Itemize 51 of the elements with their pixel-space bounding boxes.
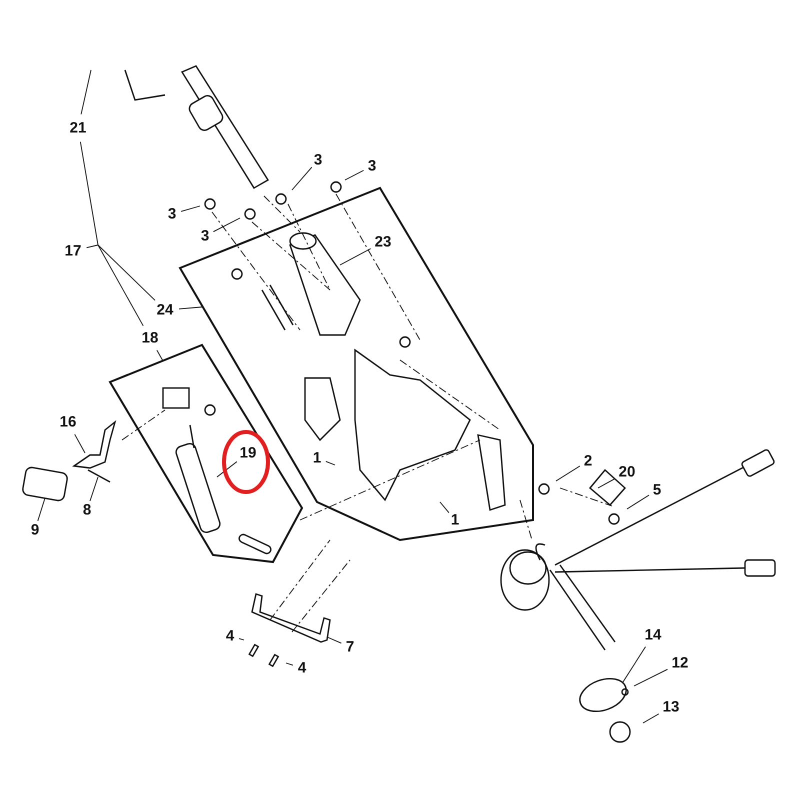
leader-line [238,638,244,640]
callout-number: 21 [70,120,86,136]
leader-line [178,306,202,310]
callout-number: 3 [314,152,322,168]
leader-line [326,636,342,644]
leader-line [634,668,668,686]
callout-number: 13 [662,700,680,714]
callout-number: 20 [618,464,636,480]
callout-number: 24 [156,302,174,318]
callout-number: 8 [82,502,92,518]
leader-line [37,498,46,522]
leader-line [292,166,312,190]
leader-line [286,662,294,666]
leader-line [626,494,650,510]
callout-number: 14 [644,628,662,642]
leader-line [80,141,98,246]
leader-line [86,244,98,248]
callout-number: 23 [374,234,392,250]
leader-line [156,350,164,362]
callout-number: 3 [168,206,176,222]
callout-number: 9 [30,522,40,538]
callout-number: 1 [450,512,460,528]
leader-line [98,244,156,301]
callout-number: 19 [240,446,256,460]
leader-line [180,206,200,212]
callout-number: 17 [64,244,82,258]
callout-number: 4 [226,628,234,644]
leader-line [325,460,336,466]
leader-line [98,244,144,326]
leader-line [556,466,580,482]
callout-number: 1 [312,450,322,466]
leader-line [216,461,238,478]
leader-line [598,478,616,488]
callout-number: 7 [346,640,354,654]
leader-line [90,476,98,502]
callout-number: 16 [60,414,76,430]
callout-number: 5 [652,482,662,498]
leader-line [642,713,660,724]
leader-line [622,646,646,682]
leader-line [340,248,372,266]
callout-number: 3 [368,158,376,174]
callout-number: 4 [298,660,306,676]
leader-line [440,502,450,514]
callout-number: 18 [142,330,158,346]
leader-line [344,170,364,180]
leader-line [74,434,86,454]
leader-line [80,70,92,115]
callout-number: 2 [584,454,592,468]
callout-number: 3 [200,228,210,244]
callout-number: 12 [672,656,688,670]
leader-line [212,218,240,232]
